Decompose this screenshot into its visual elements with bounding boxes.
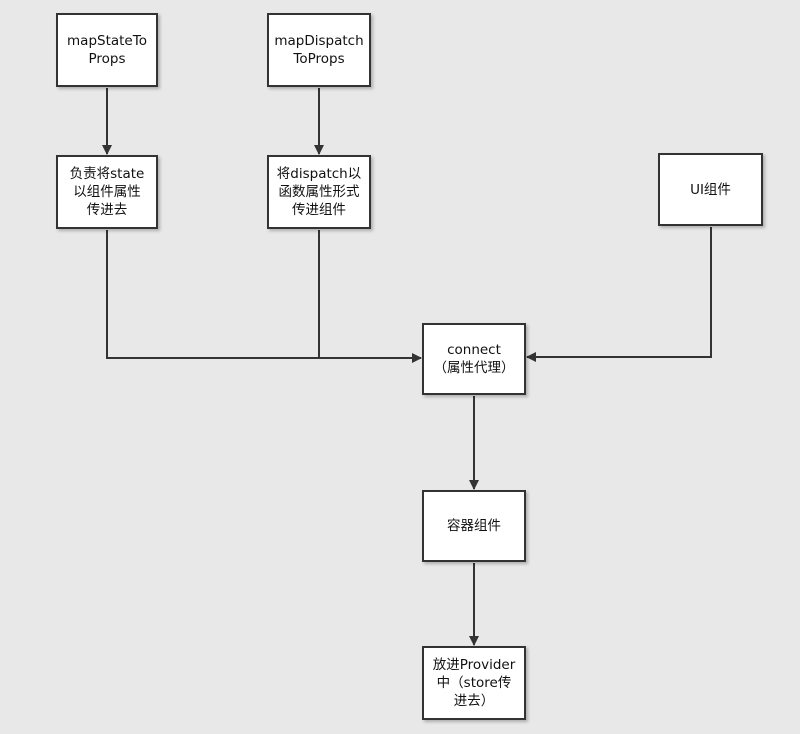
node-provider: 放进Provider 中（store传 进去） xyxy=(422,646,526,720)
node-label: 负责将state 以组件属性 传进去 xyxy=(69,166,145,218)
node-pass-state: 负责将state 以组件属性 传进去 xyxy=(56,155,158,229)
node-ui-component: UI组件 xyxy=(658,153,763,226)
edge-state-to-connect xyxy=(106,230,422,363)
edge-ui-to-connect xyxy=(526,227,712,362)
node-label: UI组件 xyxy=(690,181,731,198)
node-label: mapStateTo Props xyxy=(67,33,147,67)
node-mapstatetoprops: mapStateTo Props xyxy=(56,13,158,87)
edge-dispatch-to-connect xyxy=(318,230,410,359)
node-label: mapDispatch ToProps xyxy=(274,33,364,67)
node-label: 放进Provider 中（store传 进去） xyxy=(432,657,516,709)
node-label: 将dispatch以 函数属性形式 传进组件 xyxy=(276,166,362,218)
node-label: connect （属性代理） xyxy=(433,342,515,376)
node-connect: connect （属性代理） xyxy=(422,323,526,395)
node-mapdispatchtoprops: mapDispatch ToProps xyxy=(267,13,371,87)
node-pass-dispatch: 将dispatch以 函数属性形式 传进组件 xyxy=(267,155,371,229)
node-label: 容器组件 xyxy=(447,518,501,534)
node-container-component: 容器组件 xyxy=(422,490,526,562)
